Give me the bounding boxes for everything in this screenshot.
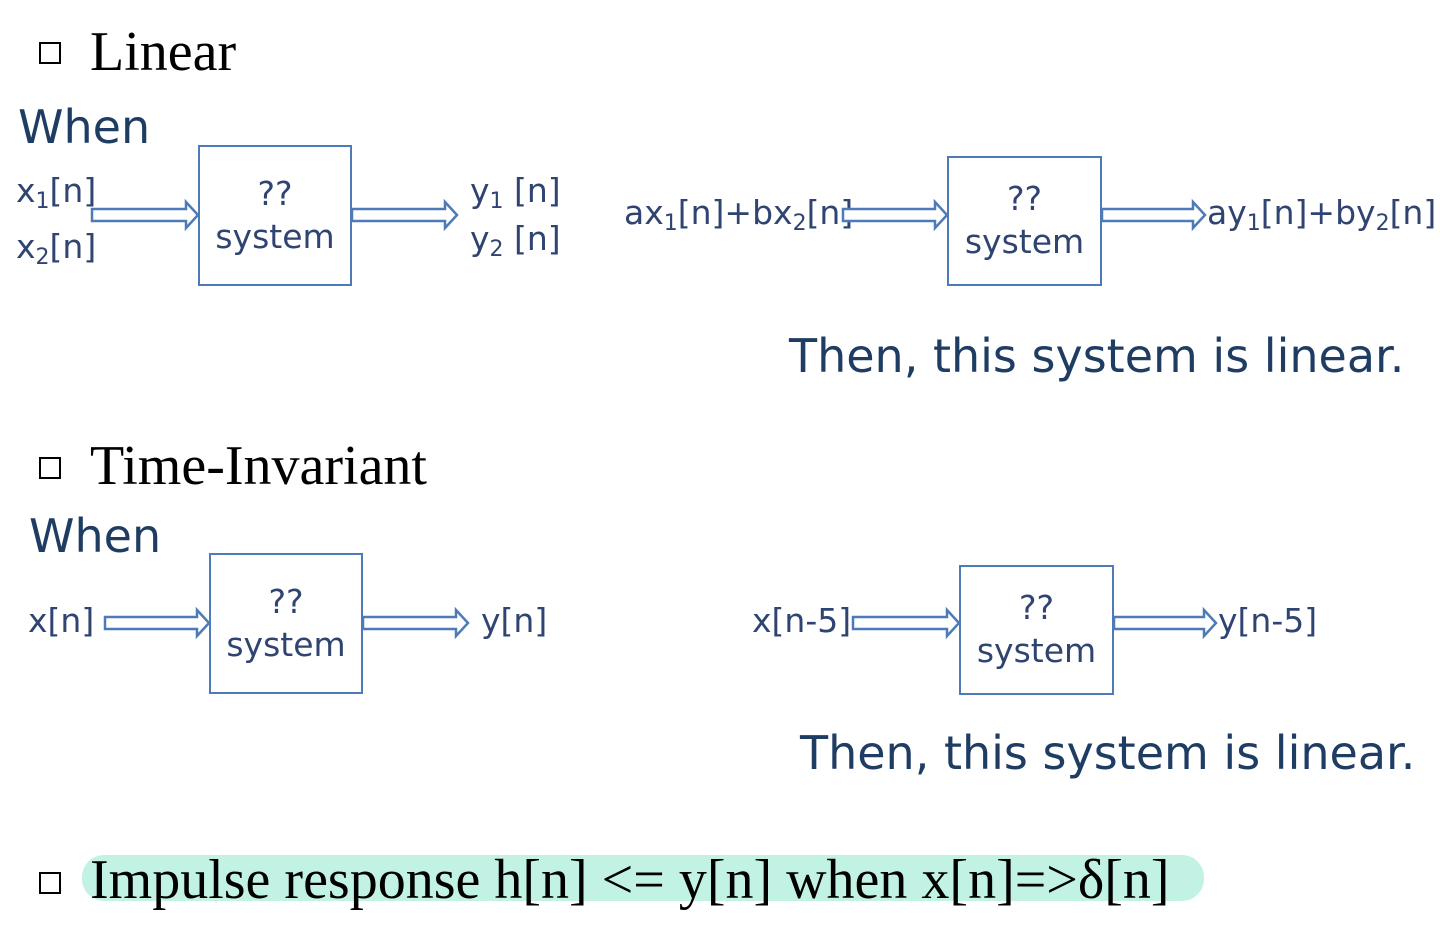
time-invariant-heading: Time-Invariant: [90, 435, 427, 497]
arrow-icon: [350, 198, 459, 232]
time-invariant-when-label: When: [29, 509, 162, 563]
ti-input-left: x[n]: [28, 601, 95, 640]
ti-output-right: y[n-5]: [1218, 601, 1318, 640]
linear-heading: Linear: [90, 21, 237, 83]
system-label: system: [976, 631, 1097, 670]
linear-when-label: When: [18, 100, 151, 154]
system-unknown-label: ??: [268, 581, 304, 621]
ti-input-right: x[n-5]: [752, 601, 852, 640]
system-unknown-label: ??: [1006, 179, 1043, 219]
system-label: system: [215, 216, 335, 256]
arrow-icon: [103, 606, 211, 640]
arrow-icon: [90, 198, 200, 232]
arrow-icon: [851, 606, 961, 640]
linear-bullet-icon: [39, 42, 61, 64]
linear-combined-output: ay1[n]+by2[n]: [1207, 193, 1437, 236]
linear-output-y2: y2 [n]: [470, 219, 561, 262]
arrow-icon: [361, 606, 470, 640]
system-label: system: [964, 222, 1085, 261]
linear-input-x2: x2[n]: [16, 227, 97, 270]
linear-output-y1: y1 [n]: [470, 171, 561, 214]
arrow-icon: [841, 198, 949, 232]
linear-system-box-left: ?? system: [198, 145, 352, 286]
system-label: system: [226, 624, 346, 664]
time-invariant-bullet-icon: [39, 457, 61, 479]
impulse-bullet-icon: [39, 872, 61, 894]
arrow-icon: [1112, 606, 1218, 640]
system-unknown-label: ??: [1018, 588, 1055, 628]
ti-conclusion: Then, this system is linear.: [800, 726, 1416, 780]
linear-input-x1: x1[n]: [16, 171, 97, 214]
ti-system-box-right: ?? system: [959, 565, 1114, 695]
linear-conclusion: Then, this system is linear.: [789, 329, 1405, 383]
system-unknown-label: ??: [257, 173, 293, 213]
impulse-response-definition: Impulse response h[n] <= y[n] when x[n]=…: [90, 849, 1170, 911]
ti-output-left: y[n]: [481, 601, 548, 640]
impulse-highlight: [82, 855, 1204, 901]
linear-system-box-right: ?? system: [947, 156, 1102, 286]
linear-combined-input: ax1[n]+bx2[n]: [624, 193, 854, 236]
arrow-icon: [1100, 198, 1207, 232]
